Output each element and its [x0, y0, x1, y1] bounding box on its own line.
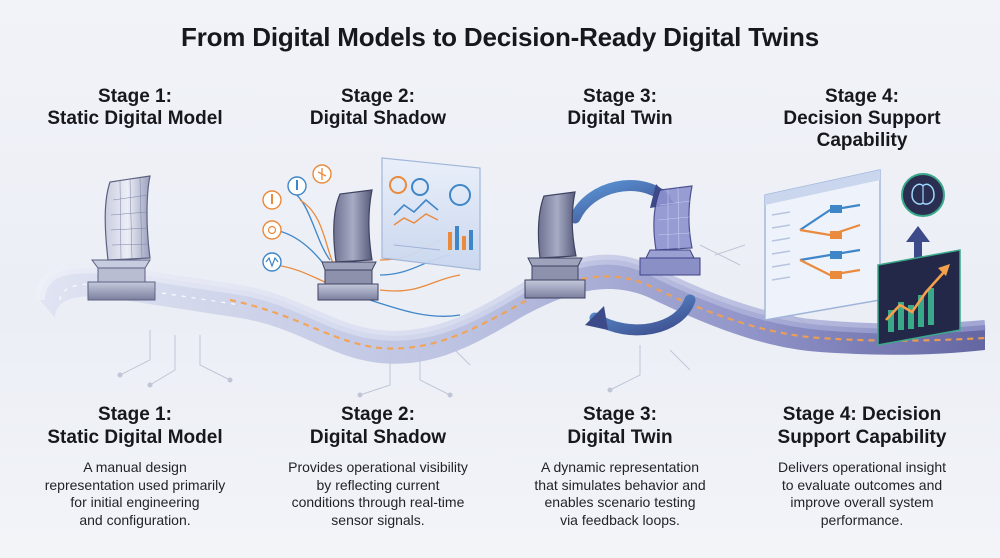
- stage-3-top-number: Stage 3:: [583, 86, 657, 107]
- stage-2-description: Provides operational visibility by refle…: [263, 459, 493, 529]
- desc-line: for initial engineering: [70, 494, 200, 510]
- stage-4-decision-support: [764, 169, 961, 346]
- stage-4-bottom-number: Stage 4: Decision: [782, 404, 942, 425]
- stage-3-top-name: Digital Twin: [567, 108, 673, 129]
- progress-road: [35, 254, 986, 364]
- stage-1-top-name: Static Digital Model: [47, 108, 223, 129]
- desc-line: A manual design: [83, 459, 187, 475]
- stage-2-bottom-number: Stage 2:: [341, 404, 415, 425]
- stage-3-top-heading: Stage 3: Digital Twin: [505, 86, 735, 130]
- stage-2-bottom-name: Digital Shadow: [309, 427, 447, 448]
- stage-2-bottom-heading: Stage 2: Digital Shadow: [263, 403, 493, 449]
- stage-4-top-number: Stage 4:: [825, 86, 899, 107]
- shadow-dashboard: [381, 157, 481, 271]
- desc-line: Provides operational visibility: [288, 459, 468, 475]
- stage-2-top-heading: Stage 2: Digital Shadow: [263, 86, 493, 130]
- desc-line: A dynamic representation: [541, 459, 699, 475]
- desc-line: enables scenario testing: [544, 494, 696, 510]
- stage-4-top-name-cont: Capability: [816, 130, 908, 151]
- desc-line: performance.: [820, 511, 904, 528]
- desc-line: by reflecting current: [316, 476, 440, 493]
- stage-1-bottom-name: Static Digital Model: [47, 427, 223, 448]
- stage-3-bottom-heading: Stage 3: Digital Twin: [505, 403, 735, 449]
- stage-4-bottom-heading: Stage 4: Decision Support Capability: [747, 403, 977, 449]
- stage-4-description: Delivers operational insight to evaluate…: [747, 459, 977, 529]
- stage-4-top-name: Decision Support: [783, 108, 941, 129]
- stage-3-bottom-name: Digital Twin: [567, 427, 673, 448]
- desc-line: improve overall system: [790, 494, 934, 510]
- stage-2-digital-shadow: [262, 157, 481, 317]
- stage-3-description: A dynamic representation that simulates …: [505, 459, 735, 529]
- desc-line: representation used primarily: [44, 476, 226, 493]
- desc-line: that simulates behavior and: [534, 476, 706, 493]
- target-icon: [262, 220, 282, 240]
- feedback-loop-arrows-icon: [569, 180, 671, 224]
- page-title: From Digital Models to Decision-Ready Di…: [181, 22, 819, 52]
- stage-4-bottom-name: Support Capability: [777, 427, 947, 448]
- desc-line: sensor signals.: [331, 511, 425, 528]
- glow-trail: [229, 275, 986, 350]
- desc-line: via feedback loops.: [560, 511, 680, 528]
- stage-1-bottom-heading: Stage 1: Static Digital Model: [20, 403, 250, 449]
- stage-1-blade-model: [87, 175, 156, 301]
- stage-3-bottom-number: Stage 3:: [583, 404, 657, 425]
- stage-1-bottom-number: Stage 1:: [98, 404, 172, 425]
- stage-4-top-heading: Stage 4: Decision Support Capability: [747, 86, 977, 152]
- desc-line: and configuration.: [79, 511, 191, 528]
- desc-line: Delivers operational insight: [777, 459, 947, 475]
- signal-wave-icon: [262, 252, 282, 272]
- desc-line: conditions through real-time: [291, 494, 465, 510]
- stage-1-description: A manual design representation used prim…: [20, 459, 250, 529]
- stage-2-top-number: Stage 2:: [341, 86, 415, 107]
- stage-1-top-number: Stage 1:: [98, 86, 172, 107]
- desc-line: to evaluate outcomes and: [781, 476, 943, 493]
- stage-3-digital-twin: [524, 180, 701, 336]
- stage-1-top-heading: Stage 1: Static Digital Model: [20, 86, 250, 130]
- stage-2-top-name: Digital Shadow: [309, 108, 447, 129]
